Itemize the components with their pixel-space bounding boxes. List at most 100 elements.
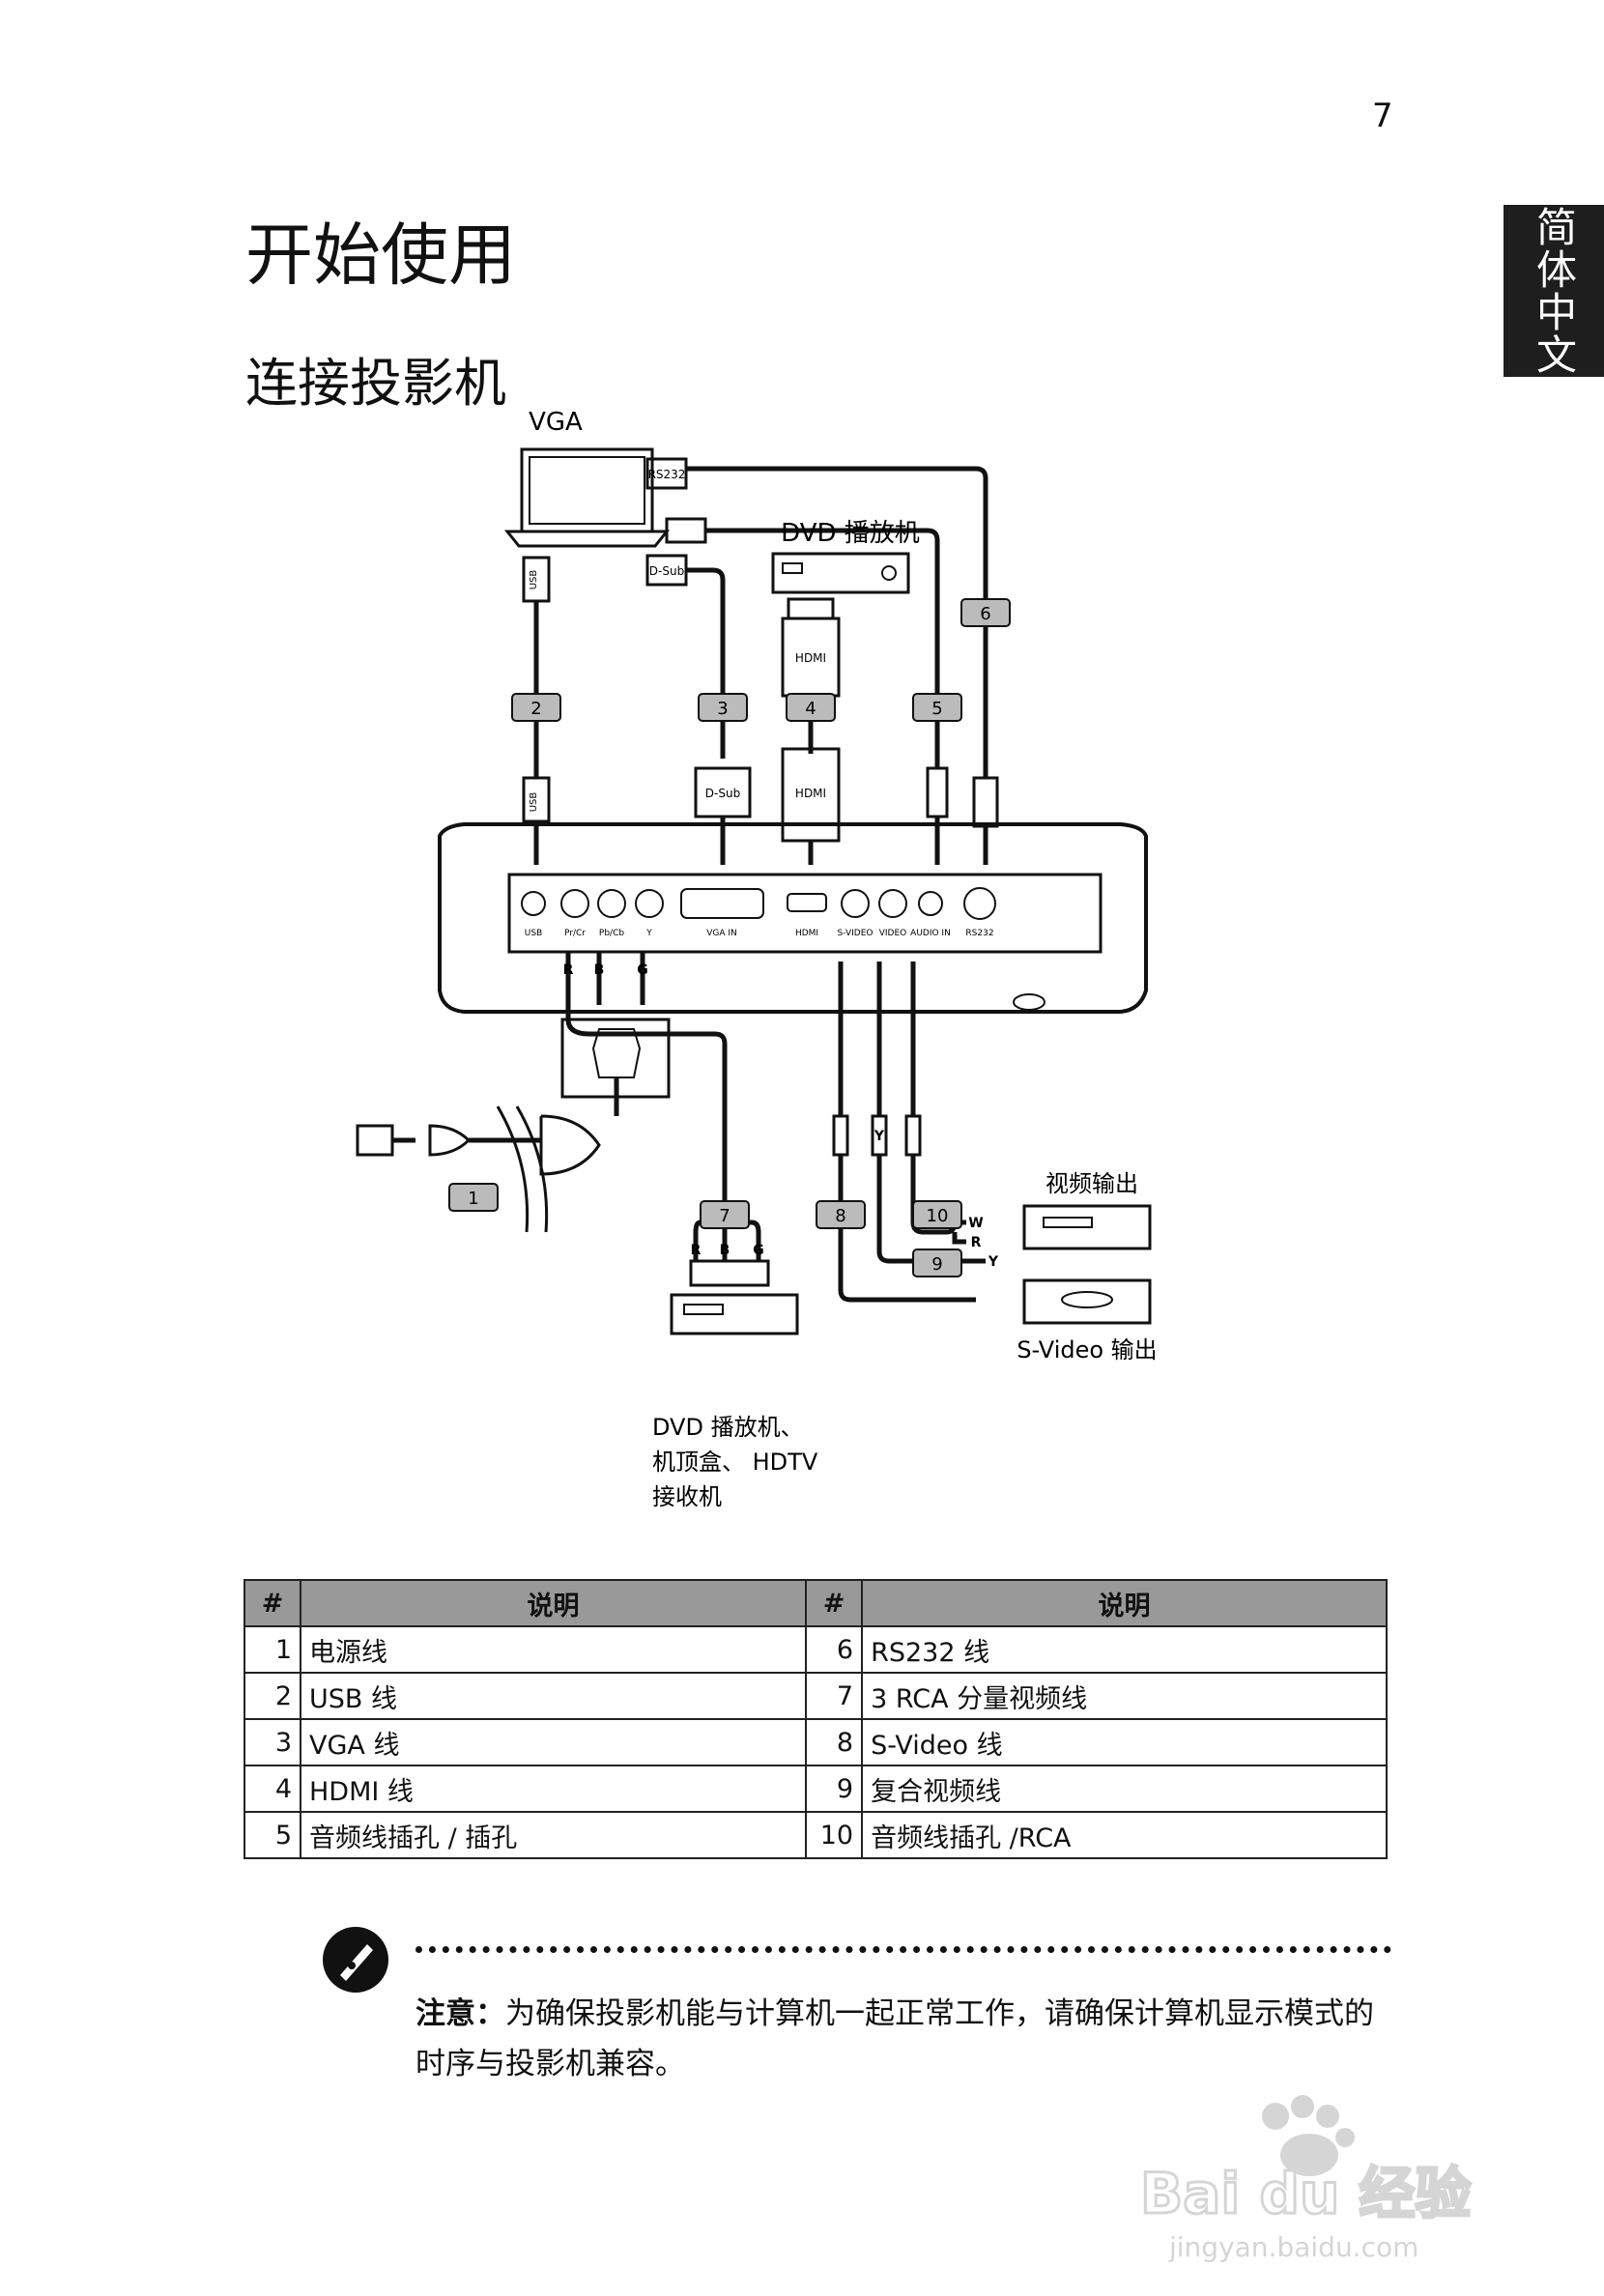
legend-header-num-2: # — [805, 1579, 864, 1627]
cable-badge-2: 2 — [511, 693, 561, 722]
port-label-usb: USB — [525, 929, 542, 938]
dvd-player-top-icon — [771, 552, 910, 594]
dsub-connector-label: D-Sub — [649, 564, 684, 578]
cable-badge-1: 1 — [448, 1183, 499, 1212]
svg-text:4: 4 — [805, 699, 816, 719]
row-number: 5 — [243, 1811, 301, 1859]
port-label-pb: Pb/Cb — [599, 929, 624, 938]
port-label-audio: AUDIO IN — [910, 929, 951, 938]
row-number: 9 — [805, 1765, 864, 1813]
hdmi-connector-label-lower: HDMI — [795, 787, 826, 800]
row-number: 3 — [243, 1718, 301, 1766]
row-description: 音频线插孔 /RCA — [861, 1811, 1388, 1859]
row-description: 音频线插孔 / 插孔 — [299, 1811, 808, 1859]
note-label: 注意： — [415, 1996, 505, 2031]
note-body: 为确保投影机能与计算机一起正常工作，请确保计算机显示模式的时序与投影机兼容。 — [415, 1996, 1374, 2081]
table-row: 5 音频线插孔 / 插孔 10 音频线插孔 /RCA — [243, 1811, 1388, 1859]
rca-r-label-lower: R — [691, 1243, 702, 1258]
port-label-pr: Pr/Cr — [564, 929, 586, 938]
svideo-device-icon — [1022, 1278, 1152, 1325]
row-description: 复合视频线 — [861, 1765, 1388, 1813]
rs232-plug-icon — [645, 457, 688, 490]
rca-w-label: W — [968, 1216, 983, 1231]
svg-text:7: 7 — [719, 1206, 730, 1226]
wall-outlet-icon — [356, 1124, 394, 1157]
rca-g-label-lower: G — [753, 1243, 764, 1258]
dvd-player-bottom-icon — [670, 1259, 799, 1335]
row-number: 1 — [243, 1625, 301, 1674]
port-label-svideo: S-VIDEO — [838, 929, 874, 938]
svg-text:5: 5 — [931, 699, 942, 719]
cable-badge-8: 8 — [816, 1200, 866, 1229]
row-number: 6 — [805, 1625, 864, 1674]
cable-badge-5: 5 — [912, 693, 962, 722]
rca-b-label-lower: B — [720, 1243, 730, 1258]
svideo-out-label: S-Video 输出 — [1017, 1336, 1157, 1363]
rca-y-label: Y — [874, 1129, 885, 1144]
port-label-rs232: RS232 — [965, 929, 993, 938]
usb-connector-label-lower: USB — [529, 792, 539, 813]
port-label-video: VIDEO — [879, 929, 907, 938]
svg-text:10: 10 — [927, 1206, 949, 1226]
row-description: HDMI 线 — [299, 1765, 808, 1813]
row-description: 3 RCA 分量视频线 — [861, 1672, 1388, 1720]
row-description: 电源线 — [299, 1625, 808, 1674]
svg-text:1: 1 — [468, 1189, 478, 1209]
cable-badge-6: 6 — [960, 598, 1011, 627]
cable-badge-4: 4 — [786, 693, 836, 722]
svg-text:9: 9 — [931, 1254, 942, 1275]
cable-badge-3: 3 — [698, 693, 748, 722]
table-row: 3 VGA 线 8 S-Video 线 — [243, 1718, 1388, 1766]
rca-y-label-right: Y — [988, 1254, 999, 1270]
dsub-connector-label-lower: D-Sub — [705, 787, 740, 800]
cable-legend-table: # 说明 # 说明 1 电源线 6 RS232 线 2 USB 线 7 3 RC… — [243, 1579, 1388, 1859]
dvd-bottom-label-line-1: DVD 播放机、 — [652, 1414, 804, 1441]
row-number: 10 — [805, 1811, 864, 1859]
dvd-bottom-label-line-2: 机顶盒、 HDTV — [652, 1449, 818, 1476]
cable-badge-7: 7 — [700, 1200, 750, 1229]
rca-r-label-right: R — [971, 1235, 982, 1250]
rca-r-label: R — [563, 962, 574, 978]
svg-text:6: 6 — [980, 604, 990, 624]
baidu-watermark: Bai du 经验 jingyan.baidu.com — [1139, 2095, 1473, 2263]
vga-label: VGA — [529, 411, 583, 437]
port-label-hdmi: HDMI — [795, 929, 818, 938]
table-row: 2 USB 线 7 3 RCA 分量视频线 — [243, 1672, 1388, 1720]
language-tab: 简体中文 — [1504, 205, 1604, 377]
dvd-bottom-label-line-3: 接收机 — [652, 1483, 722, 1510]
legend-header-num-1: # — [243, 1579, 301, 1627]
table-row: 4 HDMI 线 9 复合视频线 — [243, 1765, 1388, 1813]
row-description: USB 线 — [299, 1672, 808, 1720]
svg-text:8: 8 — [835, 1206, 845, 1226]
hdmi-connector-label: HDMI — [795, 651, 826, 665]
watermark-url: jingyan.baidu.com — [1168, 2231, 1418, 2263]
vcr-icon — [1022, 1204, 1152, 1250]
laptop-icon — [503, 447, 671, 548]
rs232-connector-label: RS232 — [648, 468, 686, 481]
port-label-y: Y — [645, 929, 652, 938]
cable-badge-9: 9 — [912, 1248, 962, 1277]
row-number: 7 — [805, 1672, 864, 1720]
legend-header-desc-2: 说明 — [861, 1579, 1388, 1627]
row-description: S-Video 线 — [861, 1718, 1388, 1766]
section-title: 连接投影机 — [245, 353, 506, 414]
video-out-label: 视频输出 — [1045, 1170, 1138, 1197]
note-text: 注意：为确保投影机能与计算机一起正常工作，请确保计算机显示模式的时序与投影机兼容… — [415, 1989, 1382, 2089]
table-row: 1 电源线 6 RS232 线 — [243, 1625, 1388, 1674]
cable-badge-10: 10 — [912, 1200, 962, 1229]
rca-g-label: G — [637, 962, 648, 978]
row-description: VGA 线 — [299, 1718, 808, 1766]
connection-diagram: VGA DVD 播放机 RS232 D-Sub D-Sub HDMI HDMI … — [356, 411, 1158, 1510]
port-label-vga: VGA IN — [706, 929, 737, 938]
svg-text:2: 2 — [530, 699, 541, 719]
svg-text:3: 3 — [717, 699, 728, 719]
note-pen-icon — [323, 1927, 388, 1993]
page-title: 开始使用 — [245, 215, 516, 295]
projector-icon — [438, 822, 1148, 1099]
legend-header-desc-1: 说明 — [299, 1579, 808, 1627]
watermark-brand: Bai du 经验 — [1140, 2161, 1471, 2226]
row-description: RS232 线 — [861, 1625, 1388, 1674]
usb-connector-label: USB — [529, 570, 539, 590]
row-number: 8 — [805, 1718, 864, 1766]
rca-b-label: B — [594, 962, 605, 978]
